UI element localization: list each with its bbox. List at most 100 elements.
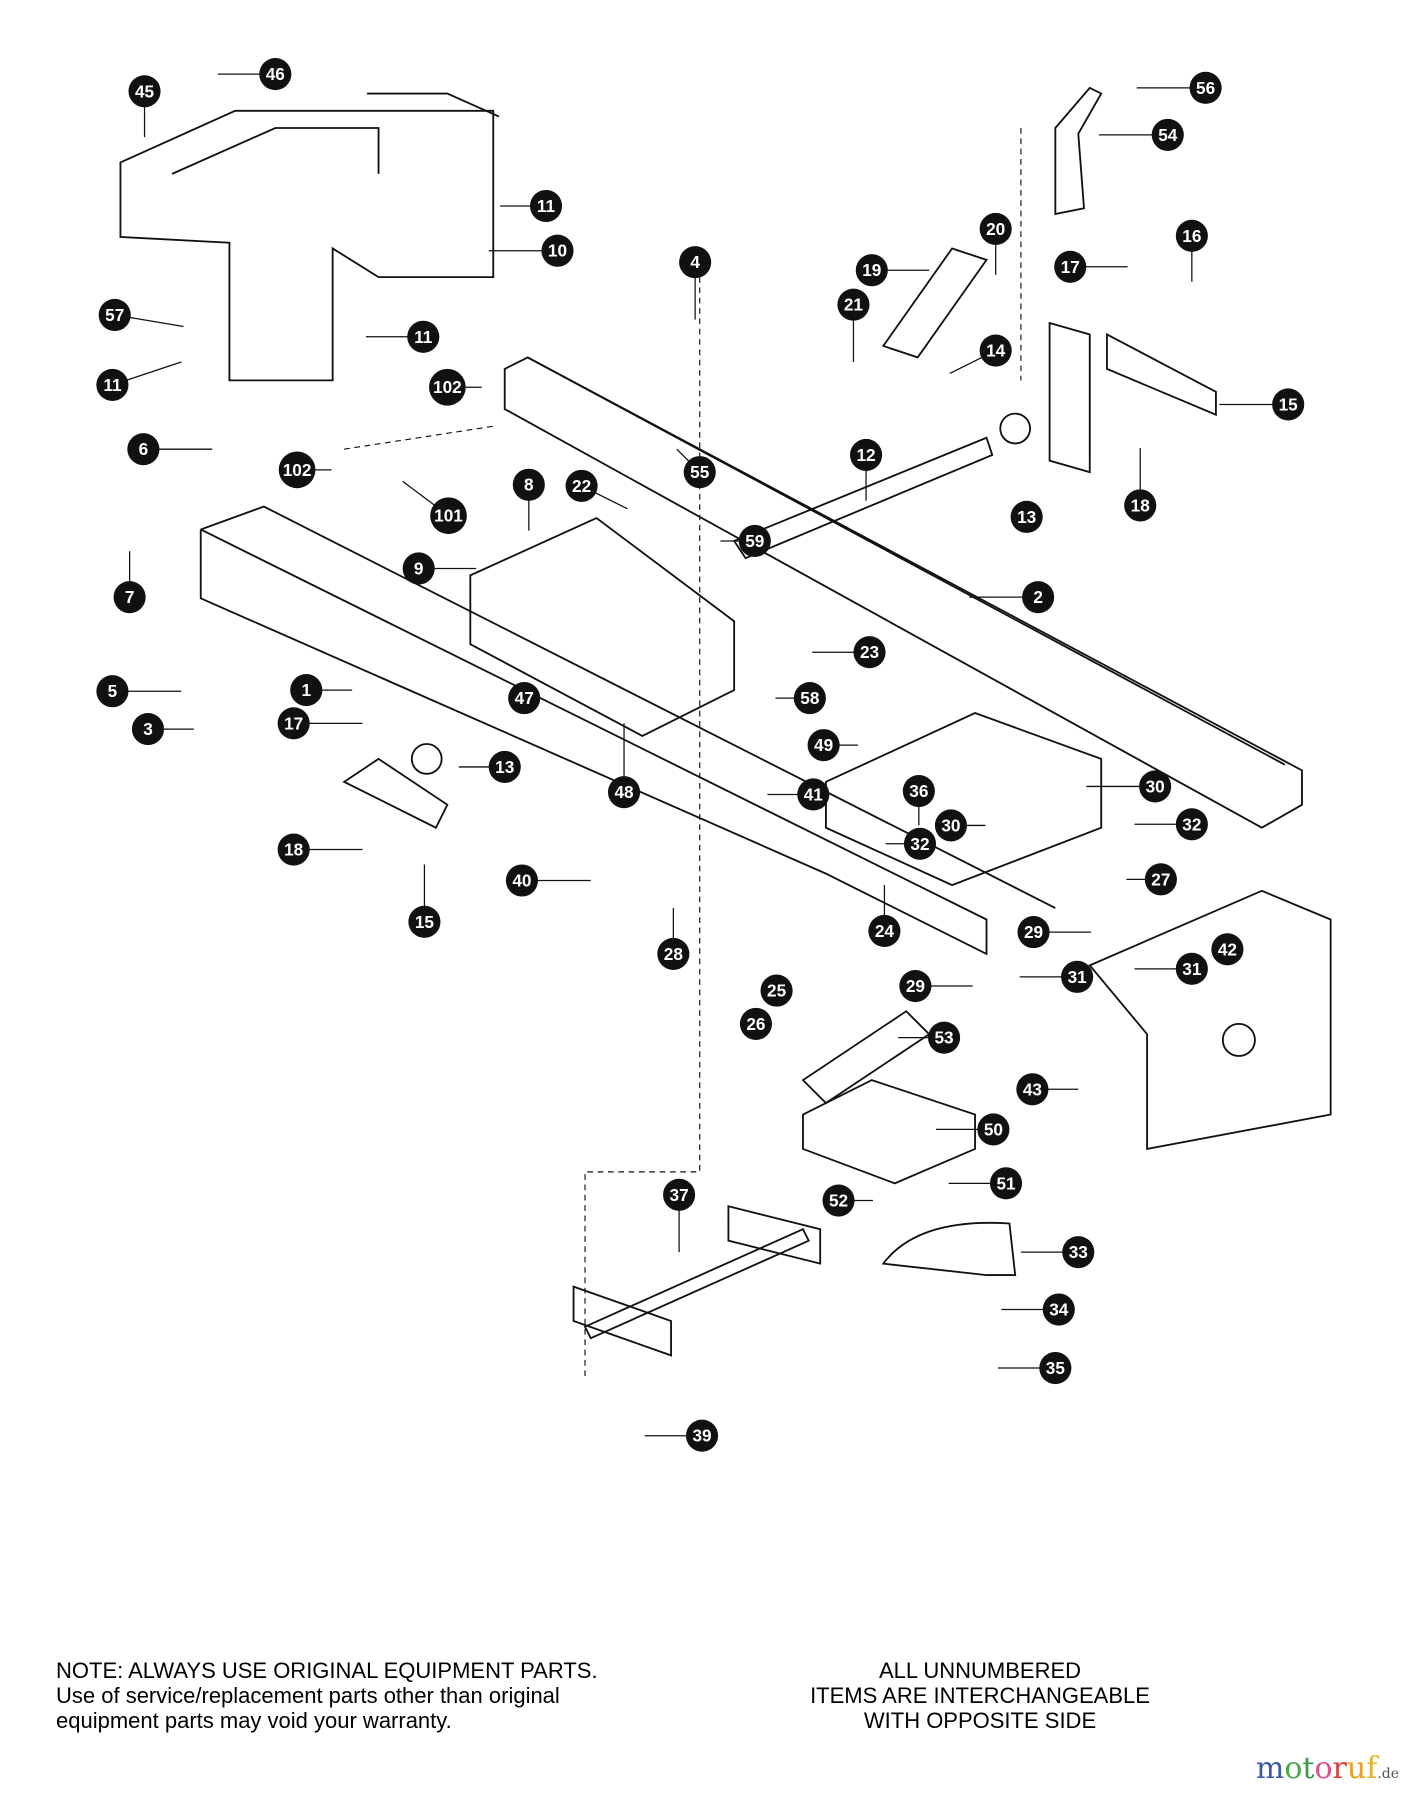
- callout-30: 30: [934, 809, 986, 842]
- callout-bubble: [868, 914, 901, 948]
- callout-bubble: [1272, 388, 1305, 421]
- callout-59: 59: [720, 524, 771, 558]
- callout-bubble: [1124, 489, 1157, 522]
- callout-number: 24: [875, 921, 895, 941]
- callout-number: 26: [746, 1014, 765, 1034]
- callout-number: 17: [284, 713, 303, 733]
- callout-bubble: [278, 451, 316, 489]
- callout-number: 9: [414, 558, 424, 578]
- callout-39: 39: [644, 1419, 719, 1452]
- callout-49: 49: [807, 729, 859, 762]
- callout-bubble: [934, 809, 968, 842]
- callout-17: 17: [1054, 250, 1128, 283]
- callout-number: 16: [1182, 226, 1201, 246]
- callout-18: 18: [1124, 448, 1157, 522]
- note-line: WITH OPPOSITE SIDE: [863, 1708, 1097, 1733]
- callout-bubble: [1022, 581, 1055, 614]
- callout-20: 20: [979, 212, 1012, 275]
- callout-number: 51: [996, 1173, 1016, 1193]
- callout-bubble: [277, 707, 310, 740]
- callout-bubble: [979, 334, 1012, 367]
- callout-number: 29: [1024, 922, 1043, 942]
- callout-bubble: [402, 552, 435, 585]
- callout-number: 54: [1158, 125, 1178, 145]
- callout-42: 42: [1211, 933, 1244, 966]
- callout-number: 22: [572, 476, 591, 496]
- callout-bubble: [899, 969, 932, 1003]
- callout-35: 35: [997, 1351, 1072, 1385]
- callout-bubble: [1175, 808, 1208, 841]
- callout-37: 37: [663, 1178, 696, 1253]
- callout-bubble: [1016, 1073, 1049, 1106]
- callout-bubble: [1189, 71, 1222, 104]
- callout-number: 56: [1196, 78, 1215, 98]
- callout-bubble: [430, 497, 467, 535]
- callout-bubble: [113, 581, 146, 614]
- callout-bubble: [508, 682, 541, 715]
- callout-52: 52: [822, 1184, 873, 1217]
- callout-number: 47: [515, 688, 534, 708]
- callout-6: 6: [127, 433, 213, 466]
- callout-58: 58: [775, 682, 826, 715]
- callout-bubble: [822, 1184, 855, 1217]
- callout-number: 3: [143, 719, 153, 739]
- callout-bubble: [760, 974, 793, 1007]
- callout-number: 43: [1023, 1079, 1042, 1099]
- callout-number: 52: [829, 1191, 848, 1211]
- callout-bubble: [657, 937, 690, 970]
- callout-bubble: [850, 438, 883, 471]
- callout-bubble: [979, 212, 1012, 246]
- callout-bubble: [797, 778, 830, 811]
- callout-number: 6: [139, 439, 149, 459]
- callout-number: 46: [266, 64, 285, 84]
- callout-27: 27: [1126, 863, 1177, 896]
- callout-bubble: [96, 675, 129, 708]
- callout-bubble: [529, 189, 563, 223]
- callout-28: 28: [657, 908, 690, 970]
- callout-bubble: [541, 234, 574, 267]
- callout-number: 8: [524, 475, 534, 495]
- callout-bubble: [928, 1021, 961, 1054]
- callout-number: 102: [283, 460, 312, 480]
- callout-bubble: [127, 433, 160, 466]
- callout-number: 35: [1046, 1358, 1066, 1378]
- callout-number: 11: [103, 375, 122, 395]
- callout-bubble: [128, 75, 161, 108]
- callout-bubble: [1039, 1351, 1072, 1385]
- callout-number: 49: [814, 735, 833, 755]
- callout-number: 21: [844, 295, 864, 315]
- callout-bubble: [903, 827, 937, 860]
- callout-bubble: [1061, 960, 1094, 993]
- callout-56: 56: [1136, 71, 1222, 104]
- callout-15: 15: [1219, 388, 1305, 421]
- callout-number: 39: [692, 1426, 711, 1446]
- callout-number: 31: [1182, 959, 1202, 979]
- callout-47: 47: [508, 682, 541, 715]
- callout-21: 21: [837, 288, 870, 363]
- callout-102: 102: [429, 368, 482, 406]
- callout-number: 4: [690, 252, 700, 272]
- callout-bubble: [407, 320, 440, 353]
- callout-15: 15: [408, 864, 441, 938]
- callout-number: 101: [434, 506, 463, 526]
- callout-36: 36: [902, 774, 935, 826]
- callout-10: 10: [488, 234, 574, 267]
- callout-43: 43: [1016, 1073, 1079, 1106]
- callout-33: 33: [1020, 1236, 1095, 1269]
- callout-11: 11: [365, 320, 440, 353]
- callout-number: 48: [614, 782, 634, 802]
- callout-bubble: [607, 776, 641, 809]
- callout-number: 2: [1033, 587, 1043, 607]
- callout-number: 59: [745, 531, 764, 551]
- note-line: Use of service/replacement parts other t…: [56, 1683, 560, 1708]
- callout-number: 17: [1061, 257, 1080, 277]
- callout-31: 31: [1134, 952, 1208, 985]
- callout-57: 57: [98, 298, 184, 332]
- callout-bubble: [1042, 1293, 1075, 1326]
- callout-number: 36: [909, 781, 928, 801]
- callout-number: 12: [857, 445, 876, 465]
- callout-bubble: [277, 833, 310, 866]
- callout-number: 18: [284, 840, 304, 860]
- callout-31: 31: [1019, 960, 1094, 993]
